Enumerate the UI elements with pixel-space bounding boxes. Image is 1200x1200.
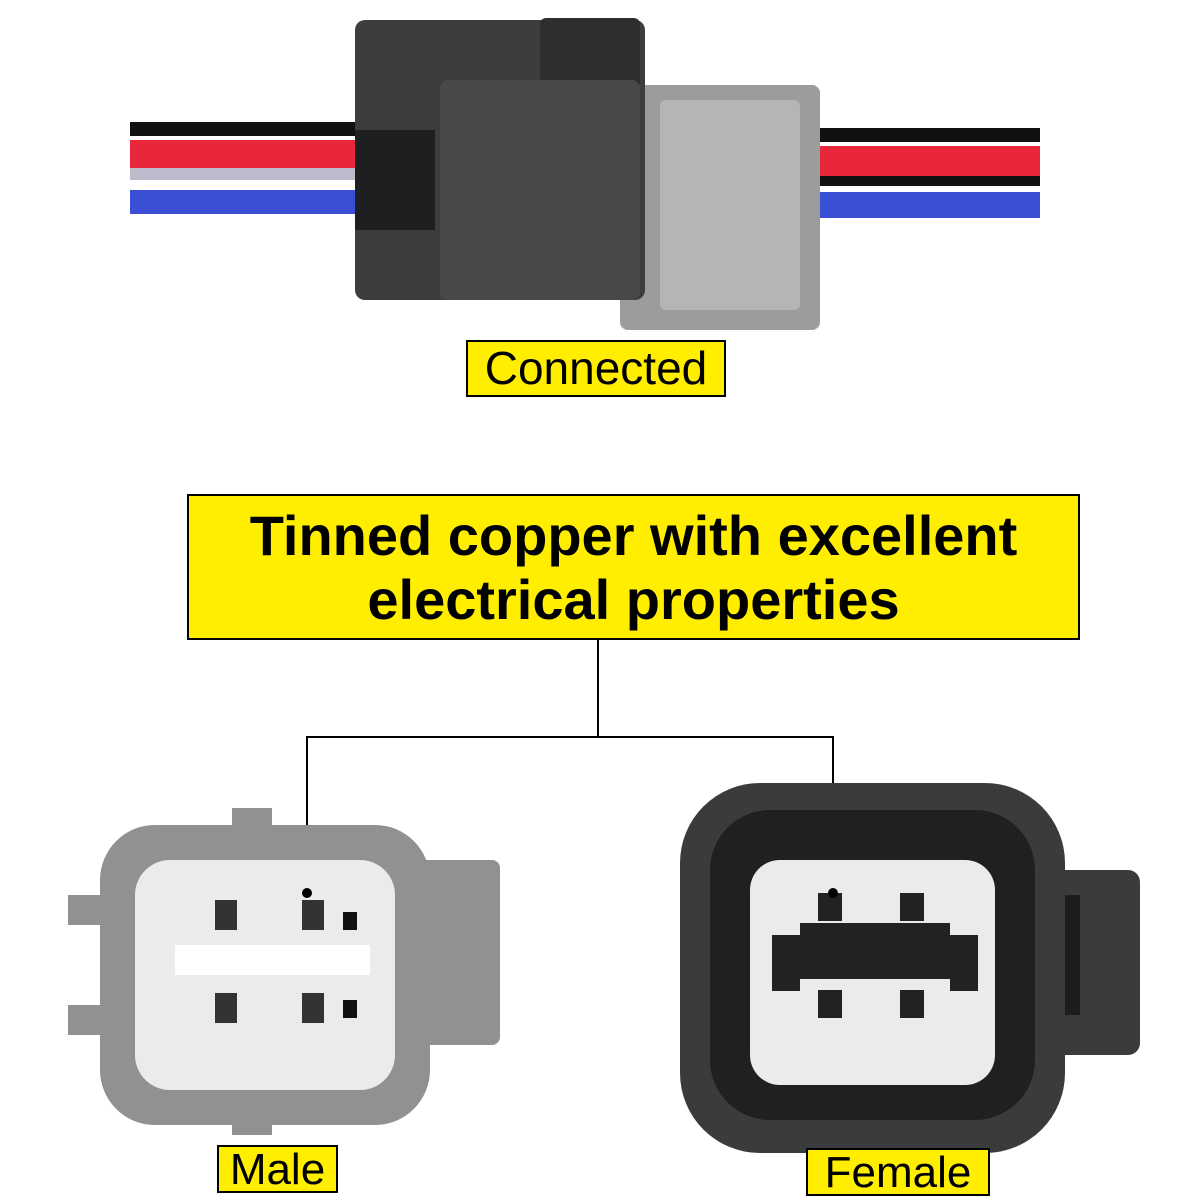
male-connector-image <box>68 808 500 1135</box>
connected-connector-image <box>355 18 820 330</box>
feature-headline: Tinned copper with excellent electrical … <box>187 494 1080 640</box>
headline-line-2: electrical properties <box>367 568 900 631</box>
wires-right <box>800 128 1040 218</box>
headline-line-1: Tinned copper with excellent <box>249 504 1018 567</box>
male-label: Male <box>217 1145 338 1193</box>
female-label: Female <box>806 1148 990 1196</box>
wires-left <box>130 122 370 214</box>
connected-label: Connected <box>466 340 726 397</box>
female-connector-image <box>680 783 1140 1153</box>
